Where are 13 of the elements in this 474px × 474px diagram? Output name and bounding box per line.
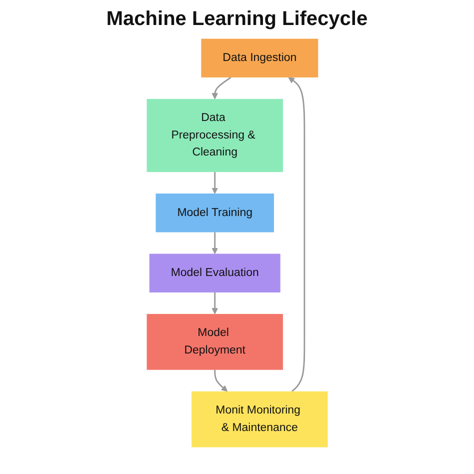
arrow xyxy=(211,172,218,194)
arrow xyxy=(214,370,228,392)
node-box: Model Training xyxy=(156,194,274,232)
node-box: Data Ingestion xyxy=(200,38,318,78)
arrow xyxy=(211,76,231,100)
node-box: Model Deployment xyxy=(146,314,283,370)
node-box: Model Evaluation xyxy=(149,254,280,292)
arrow xyxy=(288,77,305,392)
node-box: Data Preprocessing & Cleaning xyxy=(146,98,283,172)
arrow xyxy=(211,292,218,314)
node-box: Monit Monitoring & Maintenance xyxy=(191,391,328,448)
diagram-title: Machine Learning Lifecycle xyxy=(105,8,369,31)
arrow xyxy=(211,232,218,254)
